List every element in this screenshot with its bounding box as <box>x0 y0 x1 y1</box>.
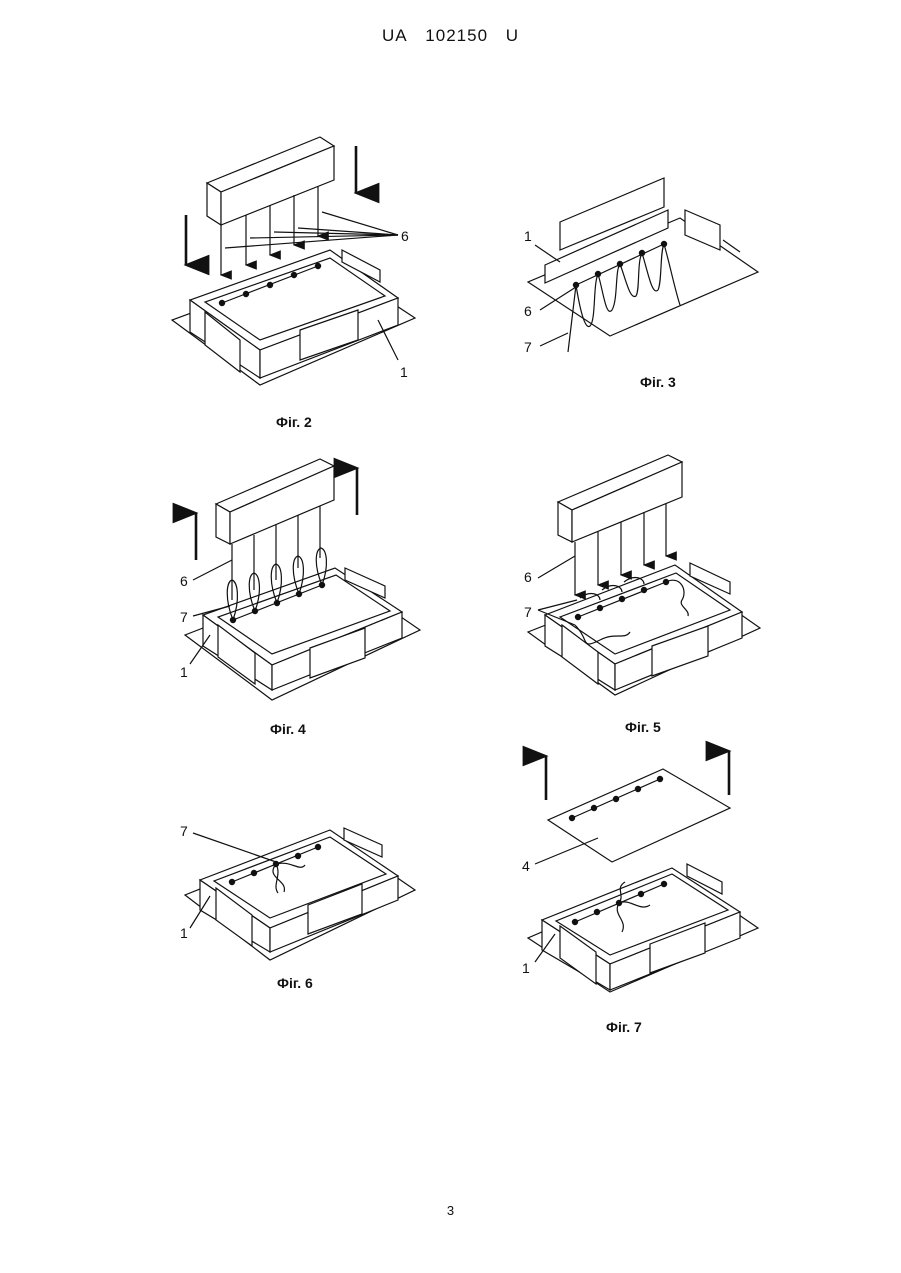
fig7-label-1: 1 <box>522 960 530 976</box>
figure-3 <box>528 178 758 352</box>
fig2-label-6: 6 <box>401 228 409 244</box>
fig6-label-7: 7 <box>180 823 188 839</box>
fig7-label-4: 4 <box>522 858 530 874</box>
fig5-label-7: 7 <box>524 604 532 620</box>
fig6-label-1: 1 <box>180 925 188 941</box>
fig4-label-1: 1 <box>180 664 188 680</box>
figure-5 <box>528 455 760 695</box>
fig3-label-7: 7 <box>524 339 532 355</box>
fig4-label-7: 7 <box>180 609 188 625</box>
fig6-caption: Фіг. 6 <box>277 975 313 991</box>
fig4-label-6: 6 <box>180 573 188 589</box>
fig5-caption: Фіг. 5 <box>625 719 661 735</box>
figure-6 <box>185 828 415 960</box>
figure-2 <box>172 137 415 385</box>
fig7-caption: Фіг. 7 <box>606 1019 642 1035</box>
fig2-caption: Фіг. 2 <box>276 414 312 430</box>
fig5-label-6: 6 <box>524 569 532 585</box>
figure-4 <box>185 459 420 700</box>
fig3-label-1: 1 <box>524 228 532 244</box>
figure-7 <box>528 751 758 992</box>
fig3-caption: Фіг. 3 <box>640 374 676 390</box>
fig2-label-1: 1 <box>400 364 408 380</box>
page-number: 3 <box>0 1203 901 1218</box>
fig3-label-6: 6 <box>524 303 532 319</box>
fig4-caption: Фіг. 4 <box>270 721 306 737</box>
